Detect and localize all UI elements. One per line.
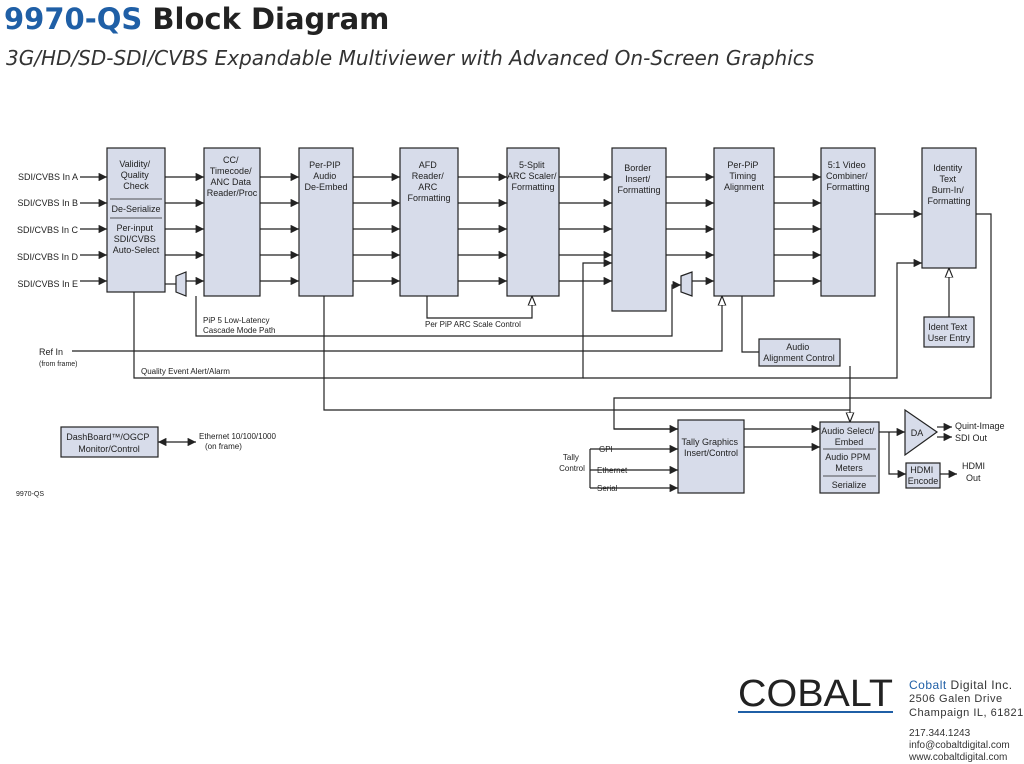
da-amplifier (904, 408, 939, 457)
audio-deembed-label: Per-PIP Audio De-Embed (304, 160, 347, 192)
wire-quality-alert-identity (583, 258, 922, 379)
ethernet-label: Ethernet 10/100/1000 (on frame) (199, 432, 278, 451)
validity-check-block (106, 147, 166, 293)
email-link[interactable]: info@cobaltdigital.com (909, 740, 1010, 751)
dashboard-label: DashBoard™/OGCP Monitor/Control (66, 432, 151, 454)
company-name: Cobalt Digital Inc. (909, 678, 1013, 692)
wire-audio-deembed (323, 296, 850, 411)
ident-entry-label: Ident Text User Entry (928, 322, 971, 343)
afd-reader-block (399, 147, 459, 297)
serial-label: Serial (597, 484, 618, 493)
dashboard-block (60, 426, 159, 458)
video-combiner-label: 5:1 Video Combiner/ Formatting (826, 160, 870, 192)
validity-check-label: Validity/ Quality Check (119, 159, 152, 191)
signal-wires (72, 172, 992, 493)
tally-graphics-block (677, 419, 745, 494)
company-contact: 217.344.1243 info@cobaltdigital.com www.… (909, 728, 1010, 764)
border-insert-block (611, 147, 667, 312)
ethernet-tally-label: Ethernet (597, 466, 628, 475)
audio-deembed-block (298, 147, 354, 297)
audio-alignment-label: Audio Alignment Control (763, 342, 835, 363)
da-label: DA (911, 428, 924, 438)
quint-out-label: Quint-Image SDI Out (955, 421, 1007, 443)
address-line-2: Champaign IL, 61821 (909, 707, 1024, 719)
title-text: Block Diagram (152, 2, 390, 36)
tally-control-label: Tally Control (559, 453, 585, 473)
arc-scaler-block (506, 147, 560, 297)
timing-alignment-block (713, 147, 775, 297)
phone: 217.344.1243 (909, 728, 971, 739)
quality-alert-label: Quality Event Alert/Alarm (141, 367, 230, 376)
identity-text-label: Identity Text Burn-In/ Formatting (927, 163, 970, 206)
cobalt-logo-text: COBALT (738, 676, 893, 715)
cobalt-logo: COBALT (738, 676, 893, 715)
audio-select-label: Audio Select/ Embed (821, 426, 877, 447)
identity-text-block (921, 147, 977, 269)
auto-select-label: Per-input SDI/CVBS Auto-Select (113, 223, 160, 255)
wire-ref-in (72, 296, 722, 352)
wire-pip5-cascade (195, 280, 681, 337)
input-c-label: SDI/CVBS In C (17, 225, 79, 235)
pip5-path-label: PiP 5 Low-Latency Cascade Mode Path (203, 316, 276, 335)
input-e-label: SDI/CVBS In E (17, 279, 78, 289)
tally-graphics-label: Tally Graphics Insert/Control (681, 437, 740, 458)
input-a-label: SDI/CVBS In A (18, 172, 78, 182)
border-insert-label: Border Insert/ Formatting (617, 163, 660, 195)
audio-alignment-block (758, 338, 841, 367)
ref-in-sub-label: (from frame) (39, 361, 78, 368)
ident-entry-block (923, 316, 975, 348)
website-link[interactable]: www.cobaltdigital.com (909, 752, 1008, 763)
ppm-meters-label: Audio PPM Meters (825, 452, 873, 473)
timing-alignment-label: Per-PiP Timing Alignment (724, 160, 765, 192)
arc-scaler-label: 5-Split ARC Scaler/ Formatting (507, 160, 559, 192)
wire-audio-align (741, 296, 759, 353)
input-b-label: SDI/CVBS In B (17, 198, 78, 208)
model-tag: 9970-QS (16, 491, 44, 498)
video-combiner-block (820, 147, 876, 297)
title-model: 9970-QS (4, 2, 143, 36)
address-line-1: 2506 Galen Drive (909, 693, 1003, 705)
page-title: 9970-QS Block Diagram (4, 2, 389, 36)
wire-arc-control (426, 296, 532, 319)
pip5-mux-2 (680, 271, 693, 297)
cc-timecode-block (203, 147, 261, 297)
cc-timecode-label: CC/ Timecode/ ANC Data Reader/Proc (207, 155, 258, 198)
input-d-label: SDI/CVBS In D (17, 252, 79, 262)
pip5-mux-1 (175, 271, 187, 297)
ref-in-label: Ref In (39, 347, 63, 357)
gpi-label: GPI (599, 445, 613, 454)
hdmi-encode-block (905, 462, 941, 489)
hdmi-encode-label: HDMI Encode (908, 465, 939, 486)
serialize-label: Serialize (832, 480, 867, 490)
afd-reader-label: AFD Reader/ ARC Formatting (407, 160, 450, 203)
input-labels: SDI/CVBS In A SDI/CVBS In B SDI/CVBS In … (17, 172, 79, 289)
audio-select-block (819, 421, 880, 494)
wire-select-hdmi (888, 432, 906, 479)
company-address: Cobalt Digital Inc. 2506 Galen Drive Cha… (909, 678, 1024, 720)
deserialize-label: De-Serialize (111, 204, 160, 214)
page-subtitle: 3G/HD/SD-SDI/CVBS Expandable Multiviewer… (6, 46, 815, 70)
hdmi-out-label: HDMI Out (962, 461, 988, 483)
arc-control-label: Per PiP ARC Scale Control (425, 320, 521, 329)
